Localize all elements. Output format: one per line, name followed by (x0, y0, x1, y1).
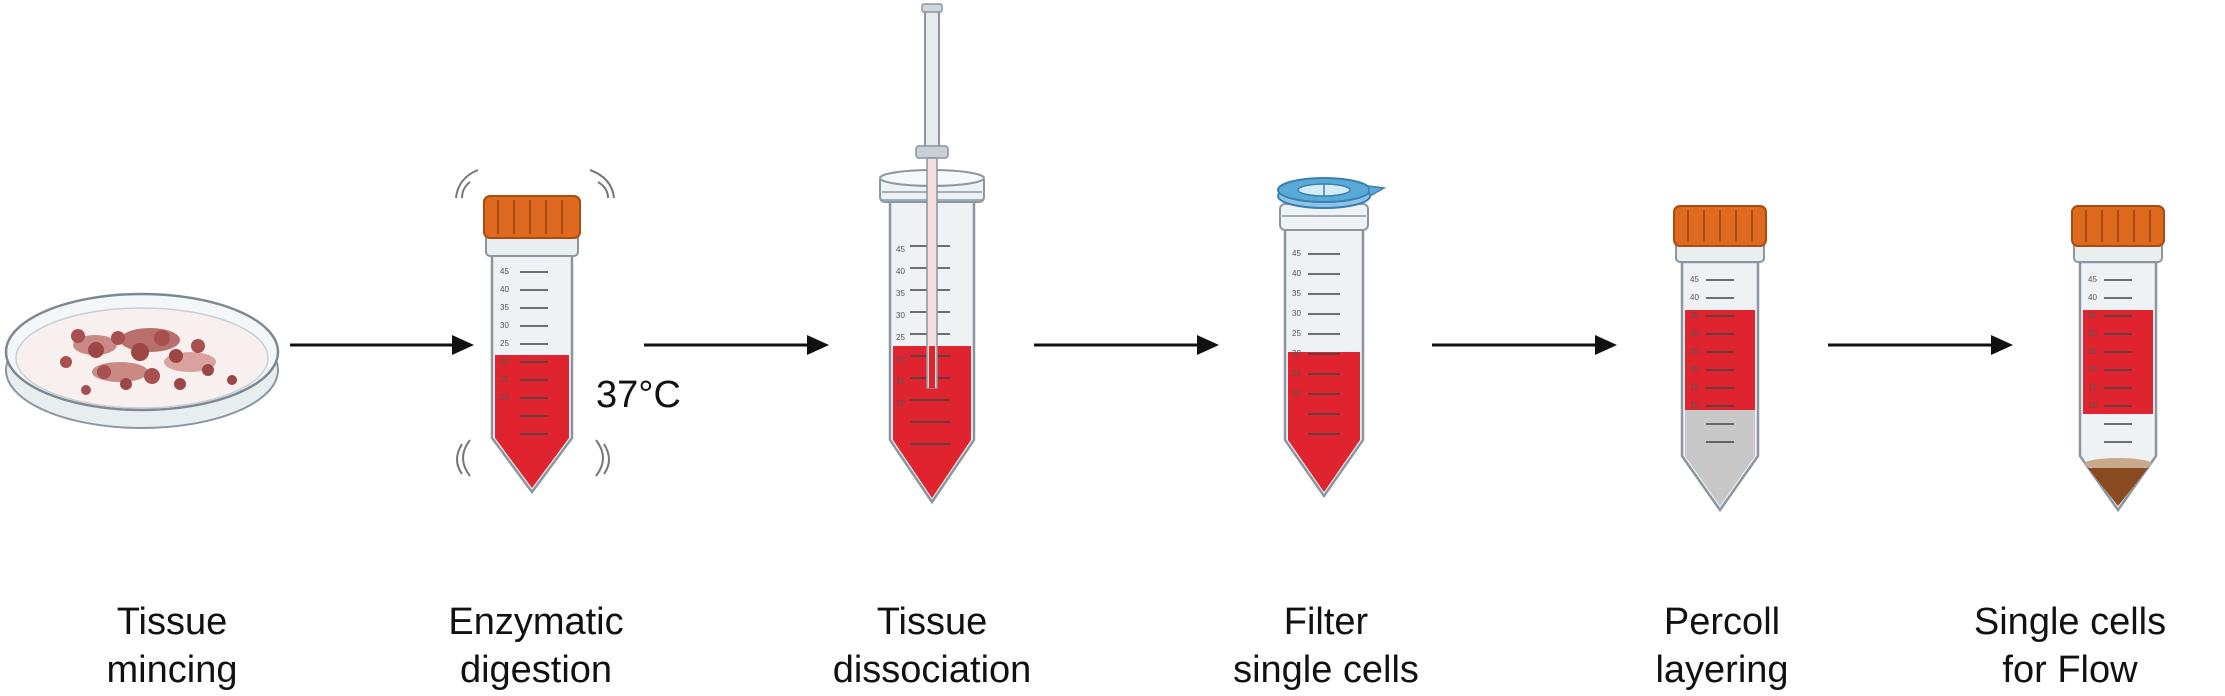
tube-scale-mark: 45 (1690, 275, 1699, 284)
tube-scale-mark: 40 (2088, 293, 2097, 302)
tube-scale-mark: 30 (1690, 329, 1699, 338)
step-label-filter-single-cells: Filter single cells (1176, 598, 1476, 694)
arrow-icon (644, 335, 829, 355)
percoll-tube-icon (1673, 205, 1767, 513)
step-label-tissue-dissociation: Tissue dissociation (782, 598, 1082, 694)
arrow-icon (290, 335, 474, 355)
tube-scale-mark: 40 (896, 267, 905, 276)
tube-scale-mark: 10 (1292, 389, 1301, 398)
tube-scale-mark: 20 (2088, 365, 2097, 374)
tube-scale-mark: 25 (2088, 347, 2097, 356)
tissue-pieces-icon (60, 328, 237, 395)
tube-scale-mark: 10 (896, 399, 905, 408)
tube-scale-mark: 35 (1292, 289, 1301, 298)
tube-scale-mark: 10 (1690, 401, 1699, 410)
step-label-line2: dissociation (832, 649, 1032, 691)
filter-tube-icon (1279, 203, 1369, 499)
tube-scale-mark: 25 (500, 339, 509, 348)
tube-scale-mark: 30 (2088, 329, 2097, 338)
step-label-line2: single cells (1233, 649, 1419, 691)
arrow-icon (1034, 335, 1219, 355)
step-label-line1: Tissue (116, 601, 228, 643)
tube-scale-mark: 20 (896, 355, 905, 364)
tube-scale-mark: 15 (896, 377, 905, 386)
tube-scale-mark: 45 (1292, 249, 1301, 258)
step-label-line2: mincing (106, 649, 238, 691)
tube-scale-mark: 10 (2088, 401, 2097, 410)
petri-dish-icon (4, 292, 280, 429)
step-label-line2: digestion (459, 649, 613, 691)
step-label-line1: Single cells (1973, 601, 2167, 643)
temperature-label: 37°C (596, 374, 681, 416)
syringe-icon (915, 3, 949, 389)
tube-scale-mark: 20 (1690, 365, 1699, 374)
step-label-line1: Percoll (1663, 601, 1781, 643)
tube-scale-mark: 15 (2088, 383, 2097, 392)
tube-scale-mark: 35 (896, 289, 905, 298)
tube-scale-mark: 40 (1690, 293, 1699, 302)
arrow-icon (1432, 335, 1617, 355)
tube-scale-mark: 35 (1690, 311, 1699, 320)
digestion-tube-icon (483, 195, 581, 495)
tube-scale-mark: 45 (2088, 275, 2097, 284)
tube-scale-mark: 35 (500, 303, 509, 312)
step-label-line1: Tissue (876, 601, 988, 643)
tube-scale-mark: 10 (500, 393, 509, 402)
tube-scale-mark: 30 (1292, 309, 1301, 318)
step-label-single-cells-for-flow: Single cells for Flow (1920, 598, 2220, 694)
step-label-line2: layering (1655, 649, 1789, 691)
step-label-line1: Enzymatic (448, 601, 624, 643)
tube-scale-mark: 45 (896, 245, 905, 254)
tube-scale-mark: 25 (896, 333, 905, 342)
tube-scale-mark: 20 (1292, 349, 1301, 358)
tube-scale-mark: 25 (1292, 329, 1301, 338)
tube-scale-mark: 30 (896, 311, 905, 320)
step-label-percoll-layering: Percoll layering (1572, 598, 1872, 694)
step-label-line1: Filter (1283, 601, 1369, 643)
final-tube-icon (2071, 205, 2165, 513)
shaking-motion-icon (455, 169, 615, 477)
tube-scale-mark: 35 (2088, 311, 2097, 320)
tube-scale-mark: 15 (500, 375, 509, 384)
cell-strainer-icon (1277, 177, 1387, 209)
tube-scale-mark: 40 (500, 285, 509, 294)
tube-scale-mark: 40 (1292, 269, 1301, 278)
tube-scale-mark: 45 (500, 267, 509, 276)
tube-scale-mark: 15 (1690, 383, 1699, 392)
tube-scale-mark: 25 (1690, 347, 1699, 356)
tube-scale-mark: 30 (500, 321, 509, 330)
tube-scale-mark: 20 (500, 357, 509, 366)
step-label-tissue-mincing: Tissue mincing (22, 598, 322, 694)
step-label-enzymatic-digestion: Enzymatic digestion (386, 598, 686, 694)
tube-scale-mark: 15 (1292, 369, 1301, 378)
step-label-line2: for Flow (2002, 649, 2138, 691)
arrow-icon (1828, 335, 2013, 355)
